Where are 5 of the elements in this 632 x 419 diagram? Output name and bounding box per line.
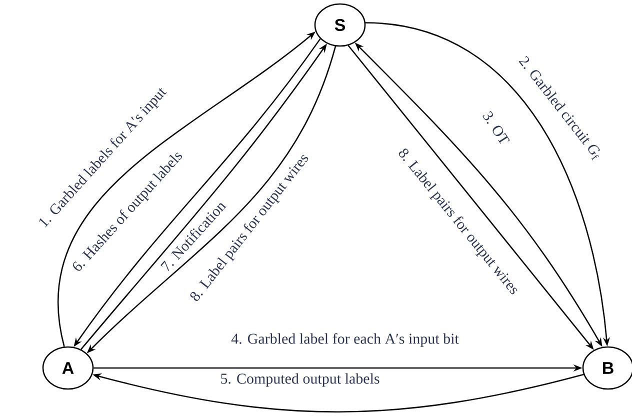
edge-label: 3. OT <box>482 111 510 144</box>
circle-node: S <box>314 3 366 47</box>
circle-node: A <box>42 346 94 390</box>
edge-label: 5. Computed output labels <box>221 373 380 387</box>
edge-label: 4. Garbled label for each A′s input bit <box>231 333 459 347</box>
